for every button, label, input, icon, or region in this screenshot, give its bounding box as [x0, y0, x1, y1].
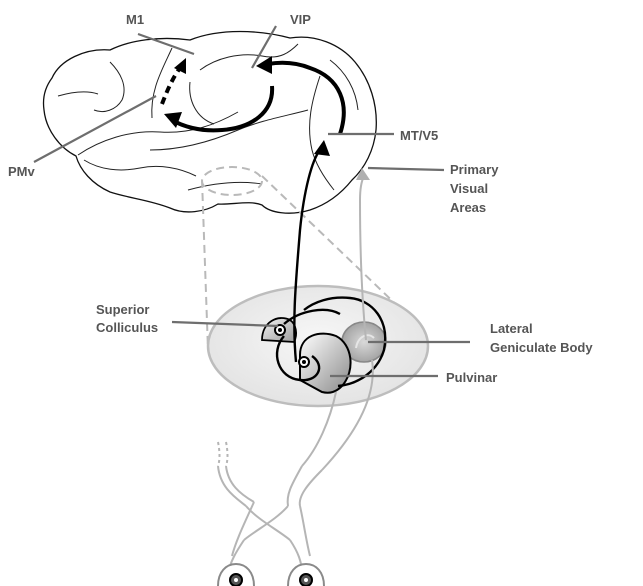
label-superior-colliculus-2: Colliculus	[96, 320, 158, 335]
primary-visual-pointer	[368, 168, 444, 170]
label-lateral-geniculate-2: Geniculate Body	[490, 340, 593, 355]
eyes	[218, 564, 324, 586]
label-pulvinar: Pulvinar	[446, 370, 497, 385]
label-primary-visual-3: Areas	[450, 200, 486, 215]
label-primary-visual-2: Visual	[450, 181, 488, 196]
label-mt-v5: MT/V5	[400, 128, 438, 143]
label-m1: M1	[126, 12, 144, 27]
label-lateral-geniculate-1: Lateral	[490, 321, 533, 336]
label-vip: VIP	[290, 12, 311, 27]
label-pmv: PMv	[8, 164, 36, 179]
label-primary-visual-1: Primary	[450, 162, 499, 177]
label-superior-colliculus-1: Superior	[96, 302, 149, 317]
thalamus-region	[208, 286, 428, 406]
cortex	[43, 32, 376, 214]
